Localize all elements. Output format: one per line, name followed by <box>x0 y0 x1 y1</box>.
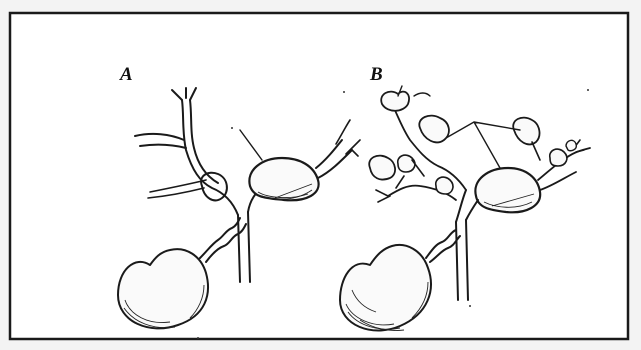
panel-b-label: B <box>369 64 383 85</box>
figure-frame <box>10 13 628 339</box>
panel-a-label: A <box>119 64 133 85</box>
